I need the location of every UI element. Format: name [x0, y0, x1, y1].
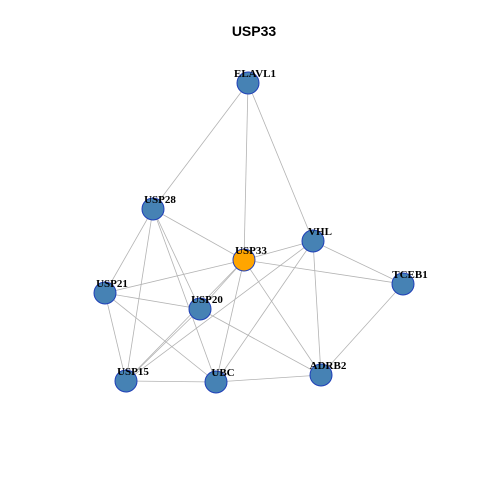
node-vhl[interactable] — [301, 229, 325, 253]
node-elavl1[interactable] — [236, 71, 260, 95]
edge-usp33-usp21 — [104, 259, 245, 294]
node-label-ubc: UBC — [211, 367, 234, 379]
edge-usp33-adrb2 — [243, 259, 322, 376]
edge-vhl-adrb2 — [312, 240, 322, 376]
node-label-usp21: USP21 — [96, 278, 128, 290]
edge-usp21-usp15 — [104, 292, 127, 382]
node-tceb1[interactable] — [391, 272, 415, 296]
edge-usp21-ubc — [104, 292, 217, 383]
edge-usp33-tceb1 — [243, 259, 404, 285]
edge-usp33-usp15 — [125, 259, 245, 382]
edge-usp15-ubc — [125, 380, 217, 383]
node-label-usp28: USP28 — [144, 194, 176, 206]
edge-usp28-usp21 — [104, 208, 154, 294]
edge-layer — [104, 82, 404, 383]
edge-usp20-adrb2 — [199, 308, 322, 376]
node-layer — [93, 71, 415, 394]
edge-vhl-usp15 — [125, 240, 314, 382]
node-usp20[interactable] — [188, 297, 212, 321]
node-usp28[interactable] — [141, 197, 165, 221]
edge-vhl-ubc — [215, 240, 314, 383]
edge-usp20-usp15 — [125, 308, 201, 382]
node-usp21[interactable] — [93, 281, 117, 305]
edge-usp28-usp20 — [152, 208, 201, 310]
node-label-adrb2: ADRB2 — [310, 360, 347, 372]
node-label-usp33: USP33 — [235, 245, 267, 257]
edge-elavl1-usp28 — [152, 82, 249, 210]
node-usp33[interactable] — [232, 248, 256, 272]
edge-usp21-usp20 — [104, 292, 201, 310]
node-usp15[interactable] — [114, 369, 138, 393]
node-label-elavl1: ELAVL1 — [234, 68, 276, 80]
node-adrb2[interactable] — [309, 363, 333, 387]
edge-elavl1-usp33 — [243, 82, 249, 261]
edge-usp28-usp15 — [125, 208, 154, 382]
edge-usp28-usp33 — [152, 208, 245, 261]
node-ubc[interactable] — [204, 370, 228, 394]
edge-tceb1-adrb2 — [320, 283, 404, 376]
node-label-vhl: VHL — [308, 226, 332, 238]
node-label-usp20: USP20 — [191, 294, 223, 306]
node-label-tceb1: TCEB1 — [392, 269, 427, 281]
edge-usp28-ubc — [152, 208, 217, 383]
edge-usp33-vhl — [243, 240, 314, 261]
edge-ubc-adrb2 — [215, 374, 322, 383]
edge-elavl1-vhl — [247, 82, 314, 242]
edge-vhl-tceb1 — [312, 240, 404, 285]
edge-usp33-ubc — [215, 259, 245, 383]
node-label-usp15: USP15 — [117, 366, 149, 378]
graph-title: USP33 — [232, 23, 277, 39]
